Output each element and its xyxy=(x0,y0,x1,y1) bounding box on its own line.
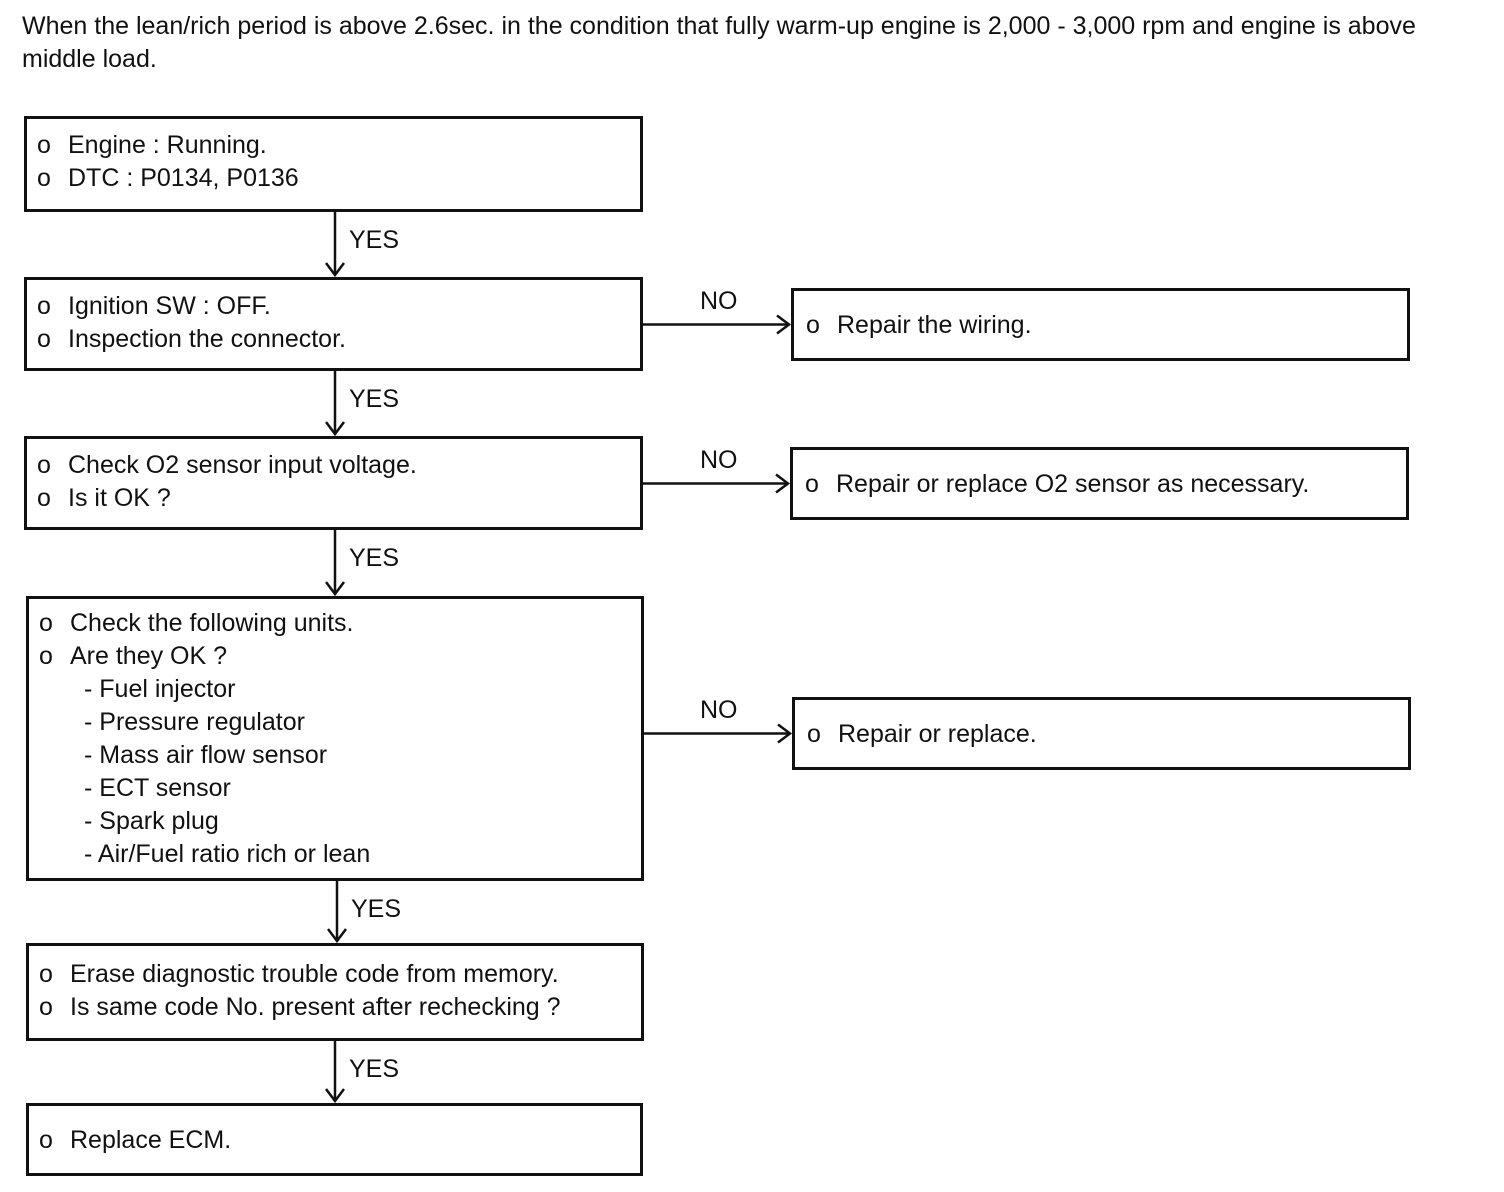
step-5-line-2-text: Is same code No. present after recheckin… xyxy=(70,993,561,1021)
step-2-line-2: o Inspection the connector. xyxy=(37,323,630,356)
bullet-marker: o xyxy=(39,642,53,670)
no-action-2-text: Repair the wiring. xyxy=(837,311,1032,339)
arrow-right-icon xyxy=(776,314,792,335)
bullet-marker: o xyxy=(37,131,51,159)
no-label: NO xyxy=(700,695,738,724)
step-3-line-2: o Is it OK ? xyxy=(37,482,630,515)
no-action-4: o Repair or replace. xyxy=(807,718,1396,751)
arrow-right-icon xyxy=(775,473,791,494)
no-action-box-2: o Repair the wiring. xyxy=(791,288,1410,361)
step-5-line-1-text: Erase diagnostic trouble code from memor… xyxy=(70,960,559,988)
arrow-down-icon xyxy=(325,262,345,278)
no-action-box-3: o Repair or replace O2 sensor as necessar… xyxy=(790,447,1409,520)
step-3-line-1: o Check O2 sensor input voltage. xyxy=(37,449,630,482)
no-label: NO xyxy=(700,286,738,315)
yes-label: YES xyxy=(349,544,400,572)
bullet-marker: o xyxy=(805,470,819,498)
check-unit-item: - Spark plug xyxy=(84,807,219,835)
step-box-3: o Check O2 sensor input voltage. o Is it OK… xyxy=(24,436,643,530)
step-4-line-2-text: Are they OK ? xyxy=(70,642,228,670)
arrow-right-icon xyxy=(777,723,793,744)
step-2-line-1-text: Ignition SW : OFF. xyxy=(68,292,271,320)
step-2-line-1: o Ignition SW : OFF. xyxy=(37,290,630,323)
intro-text: When the lean/rich period is above 2.6se… xyxy=(22,12,1416,73)
step-2-line-2-text: Inspection the connector. xyxy=(68,325,346,353)
step-5-line-2: o Is same code No. present after rechecki… xyxy=(39,991,631,1024)
step-4-line-1: o Check the following units. xyxy=(39,607,631,640)
bullet-marker: o xyxy=(39,960,53,988)
bullet-marker: o xyxy=(37,292,51,320)
step-box-5: o Erase diagnostic trouble code from memo… xyxy=(26,943,644,1041)
no-action-3-text: Repair or replace O2 sensor as necessary… xyxy=(836,470,1310,498)
step-1-line-2-text: DTC : P0134, P0136 xyxy=(68,164,299,192)
arrow-down-icon xyxy=(325,421,345,437)
arrow-down-icon xyxy=(327,928,347,944)
bullet-marker: o xyxy=(37,451,51,479)
step-3-line-2-text: Is it OK ? xyxy=(68,484,171,512)
step-4-line-1-text: Check the following units. xyxy=(70,609,354,637)
bullet-marker: o xyxy=(39,993,53,1021)
check-unit-item: - Fuel injector xyxy=(84,675,236,703)
bullet-marker: o xyxy=(806,311,820,339)
step-3-line-1-text: Check O2 sensor input voltage. xyxy=(68,451,417,479)
step-6-line-1: o Replace ECM. xyxy=(39,1124,630,1157)
yes-label: YES xyxy=(349,385,400,413)
check-unit-item: - Pressure regulator xyxy=(84,708,305,736)
step-6-line-1-text: Replace ECM. xyxy=(70,1126,232,1154)
bullet-marker: o xyxy=(807,720,821,748)
step-5-line-1: o Erase diagnostic trouble code from memo… xyxy=(39,958,631,991)
arrow-down-icon xyxy=(325,1088,345,1104)
step-1-line-1: o Engine : Running. xyxy=(37,129,630,162)
step-box-6: o Replace ECM. xyxy=(26,1103,643,1176)
yes-label: YES xyxy=(349,226,400,254)
bullet-marker: o xyxy=(39,609,53,637)
yes-label: YES xyxy=(349,1055,400,1083)
bullet-marker: o xyxy=(37,325,51,353)
no-action-2: o Repair the wiring. xyxy=(806,309,1395,342)
step-1-line-1-text: Engine : Running. xyxy=(68,131,267,159)
step-1-line-2: o DTC : P0134, P0136 xyxy=(37,162,630,195)
check-unit-item: - ECT sensor xyxy=(84,774,231,802)
check-unit-item: - Mass air flow sensor xyxy=(84,741,328,769)
arrow-down-icon xyxy=(325,581,345,597)
no-action-3: o Repair or replace O2 sensor as necessar… xyxy=(805,468,1394,501)
bullet-marker: o xyxy=(37,164,51,192)
no-action-4-text: Repair or replace. xyxy=(838,720,1037,748)
bullet-marker: o xyxy=(39,1126,53,1154)
yes-label: YES xyxy=(351,895,402,923)
no-action-box-4: o Repair or replace. xyxy=(792,697,1411,770)
bullet-marker: o xyxy=(37,484,51,512)
check-unit-item: - Air/Fuel ratio rich or lean xyxy=(84,840,371,868)
step-4-line-2: o Are they OK ? xyxy=(39,640,631,673)
no-label: NO xyxy=(700,445,738,474)
